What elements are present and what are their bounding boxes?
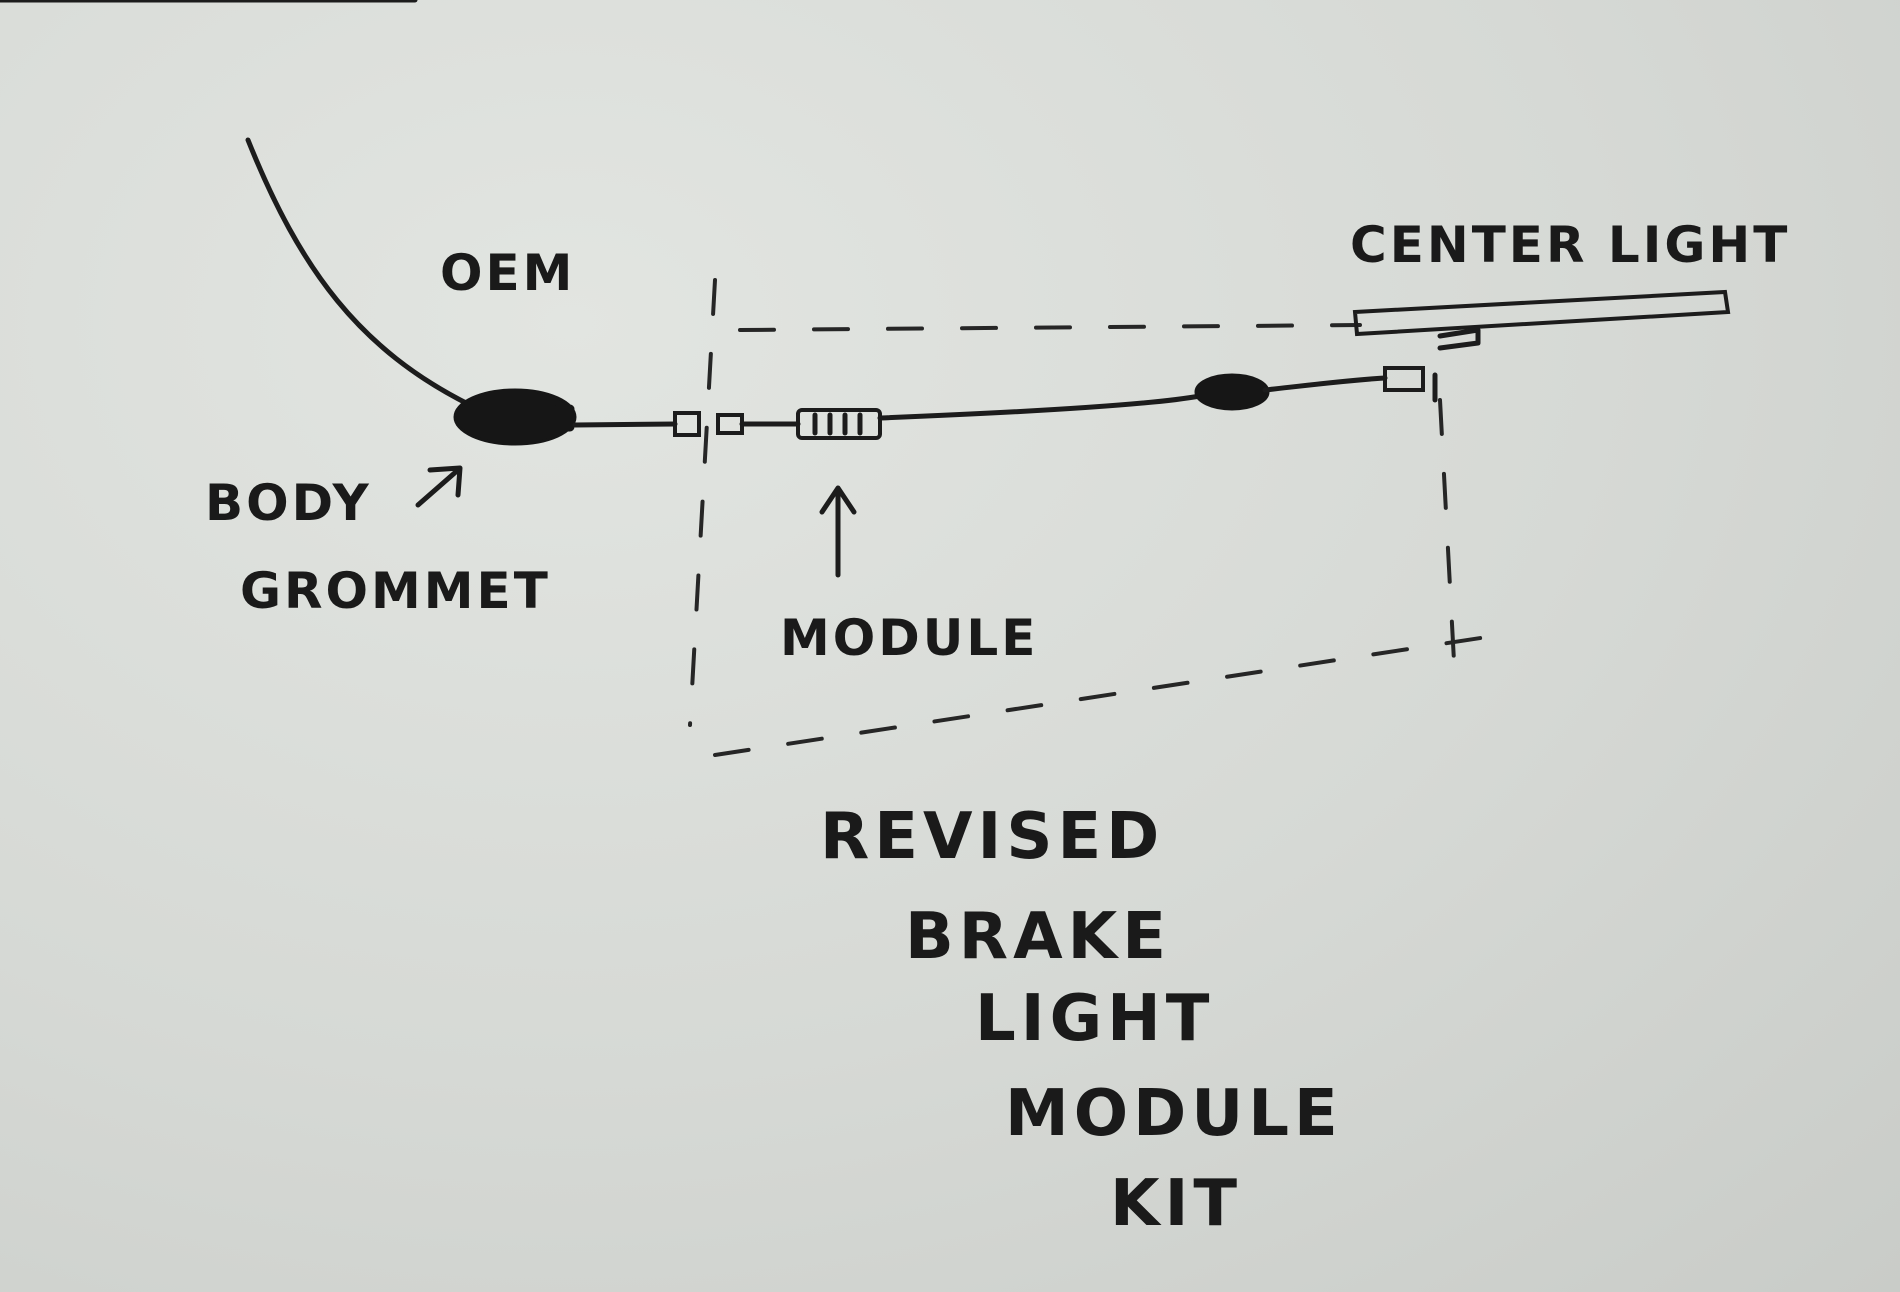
module-label: MODULE xyxy=(780,609,1038,667)
grommet-arrow-head-icon xyxy=(427,465,463,498)
harness-wire-segment-4 xyxy=(1262,375,1388,393)
kit-boundary-bottom xyxy=(713,633,1502,757)
harness-wire-segment-3 xyxy=(877,393,1203,421)
grommet-boot-icon xyxy=(553,404,575,432)
kit-title-line-5: KIT xyxy=(1110,1167,1242,1241)
oem-harness-wire xyxy=(245,137,473,408)
grommet-label: GROMMET xyxy=(240,562,551,620)
module-arrow-head-icon xyxy=(819,485,857,515)
kit-title-line-4: MODULE xyxy=(1005,1077,1343,1151)
kit-title-line-2: BRAKE xyxy=(905,900,1171,974)
oem-label: OEM xyxy=(440,244,575,302)
module-icon xyxy=(796,408,882,440)
body-grommet-icon xyxy=(453,388,577,446)
kit-boundary-left xyxy=(688,278,717,727)
kit-connector-icon xyxy=(716,413,744,435)
inline-connector-icon xyxy=(1194,373,1270,411)
kit-boundary-top xyxy=(738,323,1362,332)
kit-title-line-3: LIGHT xyxy=(975,982,1214,1056)
grommet-arrow-shaft xyxy=(415,467,461,508)
center-light-connector-icon xyxy=(1383,366,1425,392)
center-light-tab-icon xyxy=(1437,327,1481,351)
kit-title-line-1: REVISED xyxy=(820,800,1164,874)
oem-connector-icon xyxy=(673,411,701,437)
body-label: BODY xyxy=(205,474,372,532)
kit-title: REVISED BRAKE LIGHT MODULE KIT xyxy=(820,800,1343,1241)
center-light-label: CENTER LIGHT xyxy=(1350,216,1790,274)
center-light-bar-icon xyxy=(1352,289,1731,337)
kit-boundary xyxy=(688,278,1502,757)
harness-wire-segment-1 xyxy=(572,421,678,428)
kit-boundary-right xyxy=(1438,398,1457,682)
